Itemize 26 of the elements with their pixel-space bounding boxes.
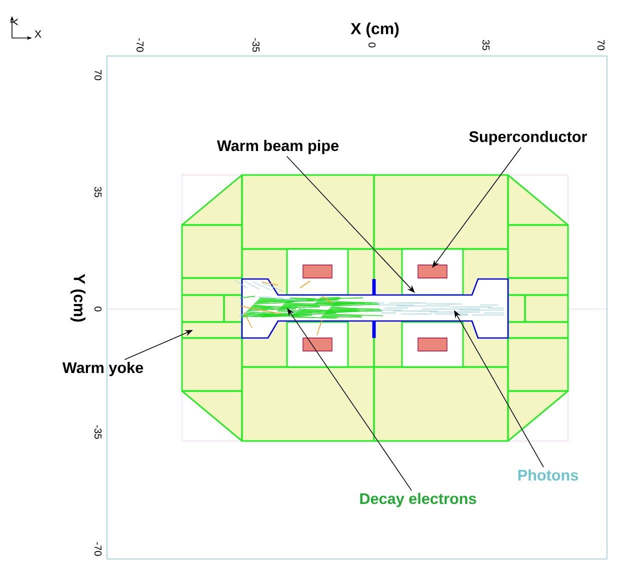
photon-tracks-drawing bbox=[372, 302, 504, 316]
tick-label: -70 bbox=[136, 38, 144, 52]
callout-label: Photons bbox=[518, 469, 578, 481]
tick-label: -35 bbox=[252, 38, 260, 52]
tick-label: -70 bbox=[94, 542, 102, 556]
particle-tracks-drawing bbox=[234, 280, 384, 336]
axis-label: X bbox=[34, 30, 42, 38]
tick-label: 35 bbox=[94, 186, 102, 198]
tick-label: 0 bbox=[94, 306, 102, 312]
coil bbox=[418, 338, 448, 352]
axis-title: X (cm) bbox=[350, 22, 399, 38]
tick-label: 70 bbox=[597, 40, 605, 50]
coil bbox=[418, 264, 448, 278]
callout-label: Warm yoke bbox=[62, 362, 144, 376]
tick-label: 0 bbox=[368, 42, 376, 48]
axis-title: Y (cm) bbox=[70, 274, 86, 322]
leader-line bbox=[286, 156, 415, 293]
axis-label: Y bbox=[10, 18, 18, 26]
tick-label: 70 bbox=[94, 70, 102, 80]
coil bbox=[302, 264, 332, 278]
tick-label: 35 bbox=[482, 40, 490, 50]
callout-label: Decay electrons bbox=[360, 492, 476, 508]
callout-label: Superconductor bbox=[469, 130, 587, 146]
callout-label: Warm beam pipe bbox=[216, 140, 339, 154]
coil bbox=[302, 338, 332, 352]
tick-label: -35 bbox=[94, 425, 102, 439]
